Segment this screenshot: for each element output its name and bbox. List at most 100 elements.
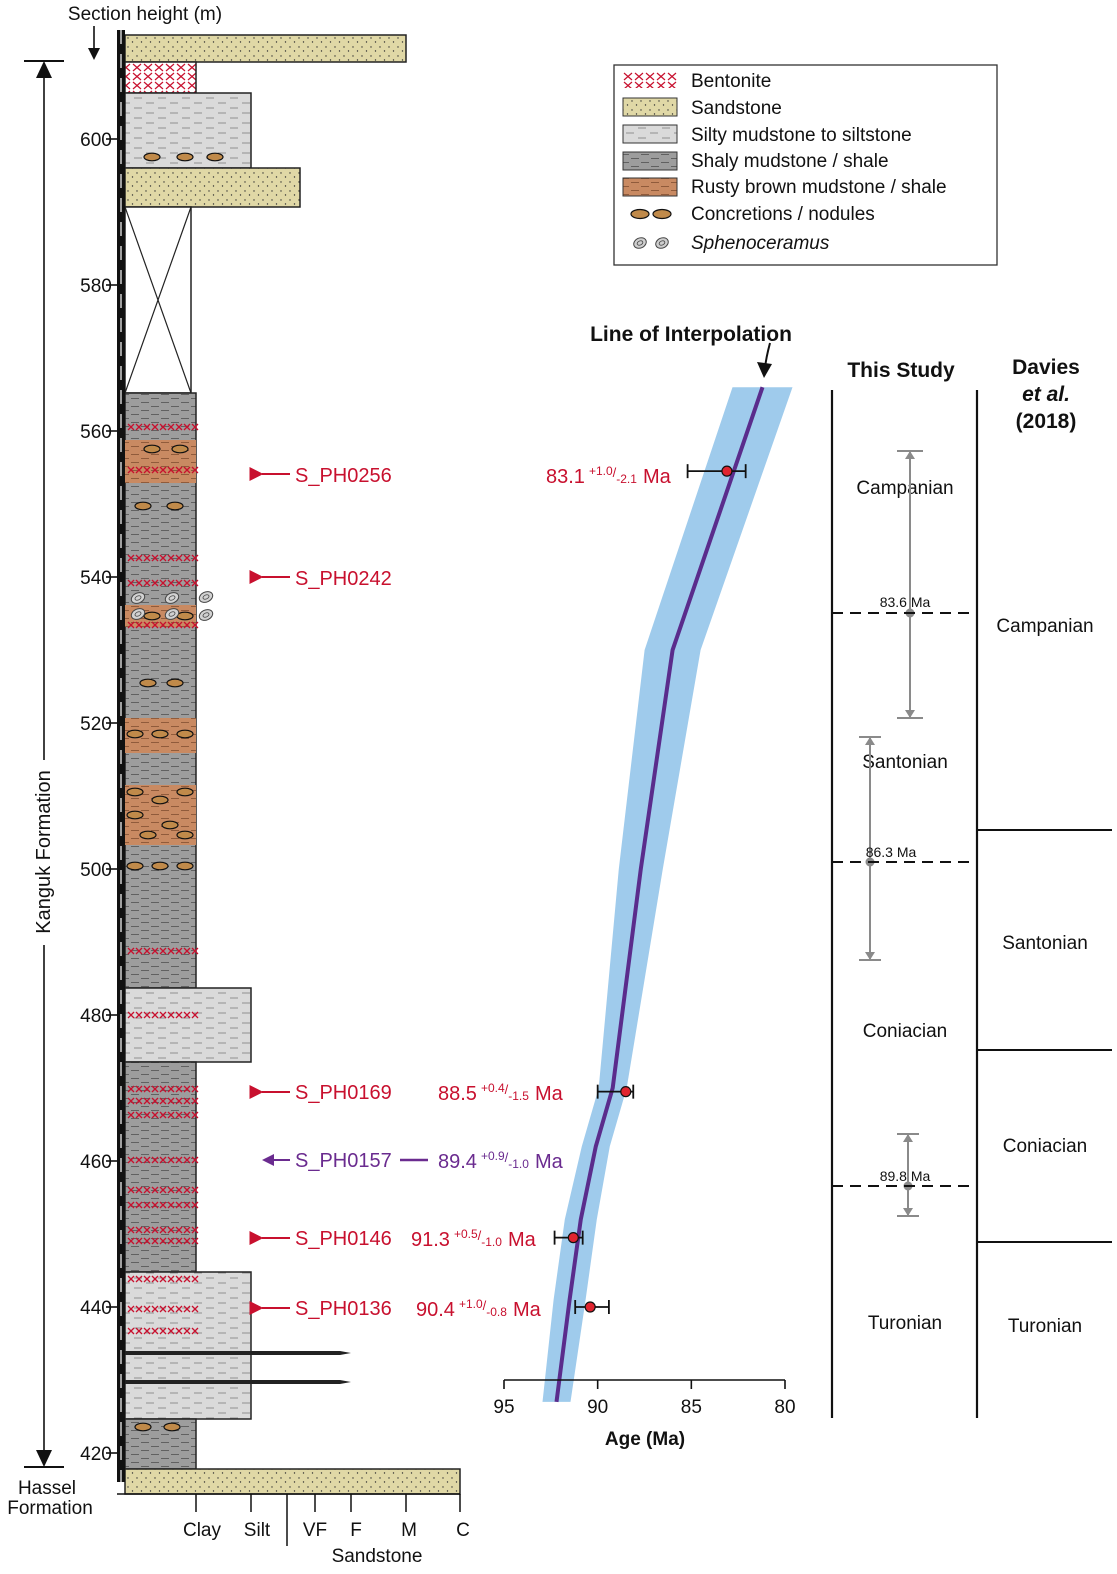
grain-label-clay: Clay <box>183 1520 222 1541</box>
bentonite-layers <box>127 423 199 1335</box>
formation-lower-label-2: Formation <box>7 1498 93 1519</box>
boundary-age-label: 86.3 Ma <box>866 844 917 860</box>
concretion <box>176 152 194 162</box>
concretion <box>166 501 184 511</box>
sphenoceramus-fossil <box>198 609 214 621</box>
grain-label-vf: VF <box>303 1520 327 1541</box>
sandstone-stringer <box>125 1380 351 1384</box>
bentonite-layer <box>127 466 199 474</box>
grain-label-c: C <box>456 1520 470 1541</box>
bentonite-layer <box>127 1226 199 1234</box>
boundary-age-label: 83.6 Ma <box>880 594 931 610</box>
uncertainty-band <box>542 387 793 1402</box>
age-point <box>574 1300 610 1314</box>
grain-group-label: Sandstone <box>332 1546 423 1567</box>
stage-label-turonian: Turonian <box>868 1313 942 1334</box>
bentonite-layer <box>127 1085 199 1093</box>
bentonite-layer <box>127 1111 199 1119</box>
legend-label: Rusty brown mudstone / shale <box>691 177 947 198</box>
legend-label: Bentonite <box>691 71 771 92</box>
bentonite-layer <box>127 1011 199 1019</box>
age-tick-label: 80 <box>774 1397 795 1418</box>
concretion <box>139 830 157 840</box>
this-study-header: This Study <box>847 359 955 382</box>
covered-interval <box>124 206 192 394</box>
sphenoceramus-fossil <box>130 608 146 620</box>
concretion <box>134 501 152 511</box>
sample-id-label: S_PH0169 <box>295 1082 392 1104</box>
sphenoceramus-fossil <box>164 592 180 604</box>
concretion <box>163 1422 181 1432</box>
bentonite-layer <box>127 579 199 587</box>
sphenoceramus-icon <box>633 237 669 249</box>
lithologic-column <box>117 30 461 1495</box>
grain-label-m: M <box>401 1520 417 1541</box>
concretion <box>126 810 144 820</box>
height-tick-label: 540 <box>80 568 112 589</box>
davies-header-3: (2018) <box>1016 410 1077 433</box>
davies-stage-coniacian: Coniacian <box>1003 1136 1088 1157</box>
chart-title: Line of Interpolation <box>590 323 792 346</box>
height-tick-label: 420 <box>80 1444 112 1465</box>
legend-label: Sandstone <box>691 98 782 119</box>
sphenoceramus-fossil <box>130 592 146 604</box>
concretion-layers <box>126 152 224 1432</box>
concretion <box>151 729 169 739</box>
height-tick-label: 500 <box>80 860 112 881</box>
sphenoceramus-fossil <box>198 591 214 603</box>
boundary-age-label: 89.8 Ma <box>880 1168 931 1184</box>
bentonite-bed <box>124 61 197 94</box>
age-point <box>686 464 747 479</box>
concretion <box>176 611 194 621</box>
sample-id-label: S_PH0136 <box>295 1298 392 1320</box>
davies-stage-campanian: Campanian <box>996 616 1093 637</box>
concretion <box>171 444 189 454</box>
sample-id-label: S_PH0256 <box>295 465 392 487</box>
bentonite-layer <box>127 423 199 431</box>
title-arrow-icon <box>757 342 772 378</box>
concretion <box>161 820 179 830</box>
age-tick-label: 95 <box>493 1397 514 1418</box>
legend-label: Silty mudstone to siltstone <box>691 125 912 146</box>
age-axis-label: Age (Ma) <box>605 1429 685 1450</box>
sample-id-label: S_PH0146 <box>295 1228 392 1250</box>
concretion <box>139 678 157 688</box>
concretion <box>176 787 194 797</box>
age-point <box>596 1084 635 1099</box>
bentonite-layer <box>127 1201 199 1209</box>
sphenoceramus-fossils <box>130 591 214 621</box>
rusty-mudstone-icon <box>622 177 678 197</box>
davies-stage-santonian: Santonian <box>1002 933 1088 954</box>
height-tick-label: 580 <box>80 276 112 297</box>
grain-size-axis: Clay Silt VF F M C Sandstone <box>117 1493 470 1567</box>
sandstone-bed <box>124 167 301 208</box>
age-points <box>553 464 747 1314</box>
formation-main-label: Kanguk Formation <box>33 770 55 933</box>
bentonite-layer <box>127 1237 199 1245</box>
section-height-arrow-icon <box>88 26 100 60</box>
bentonite-layer <box>127 1156 199 1164</box>
stage-columns: This Study Davies et al. (2018) Campania… <box>830 356 1112 1418</box>
concretion <box>143 444 161 454</box>
sandstone-icon <box>622 97 678 117</box>
concretion <box>166 678 184 688</box>
age-tick-label: 85 <box>681 1397 702 1418</box>
bentonite-layer <box>127 621 199 629</box>
uncertainty-band-area <box>542 387 793 1402</box>
davies-stage-turonian: Turonian <box>1008 1316 1082 1337</box>
legend-label: Concretions / nodules <box>691 204 875 225</box>
height-tick-label: 440 <box>80 1298 112 1319</box>
silty-mudstone-bed <box>124 1271 252 1420</box>
concretion <box>126 729 144 739</box>
height-tick-label: 520 <box>80 714 112 735</box>
age-point <box>553 1230 584 1245</box>
interpolation-line <box>554 386 765 1403</box>
